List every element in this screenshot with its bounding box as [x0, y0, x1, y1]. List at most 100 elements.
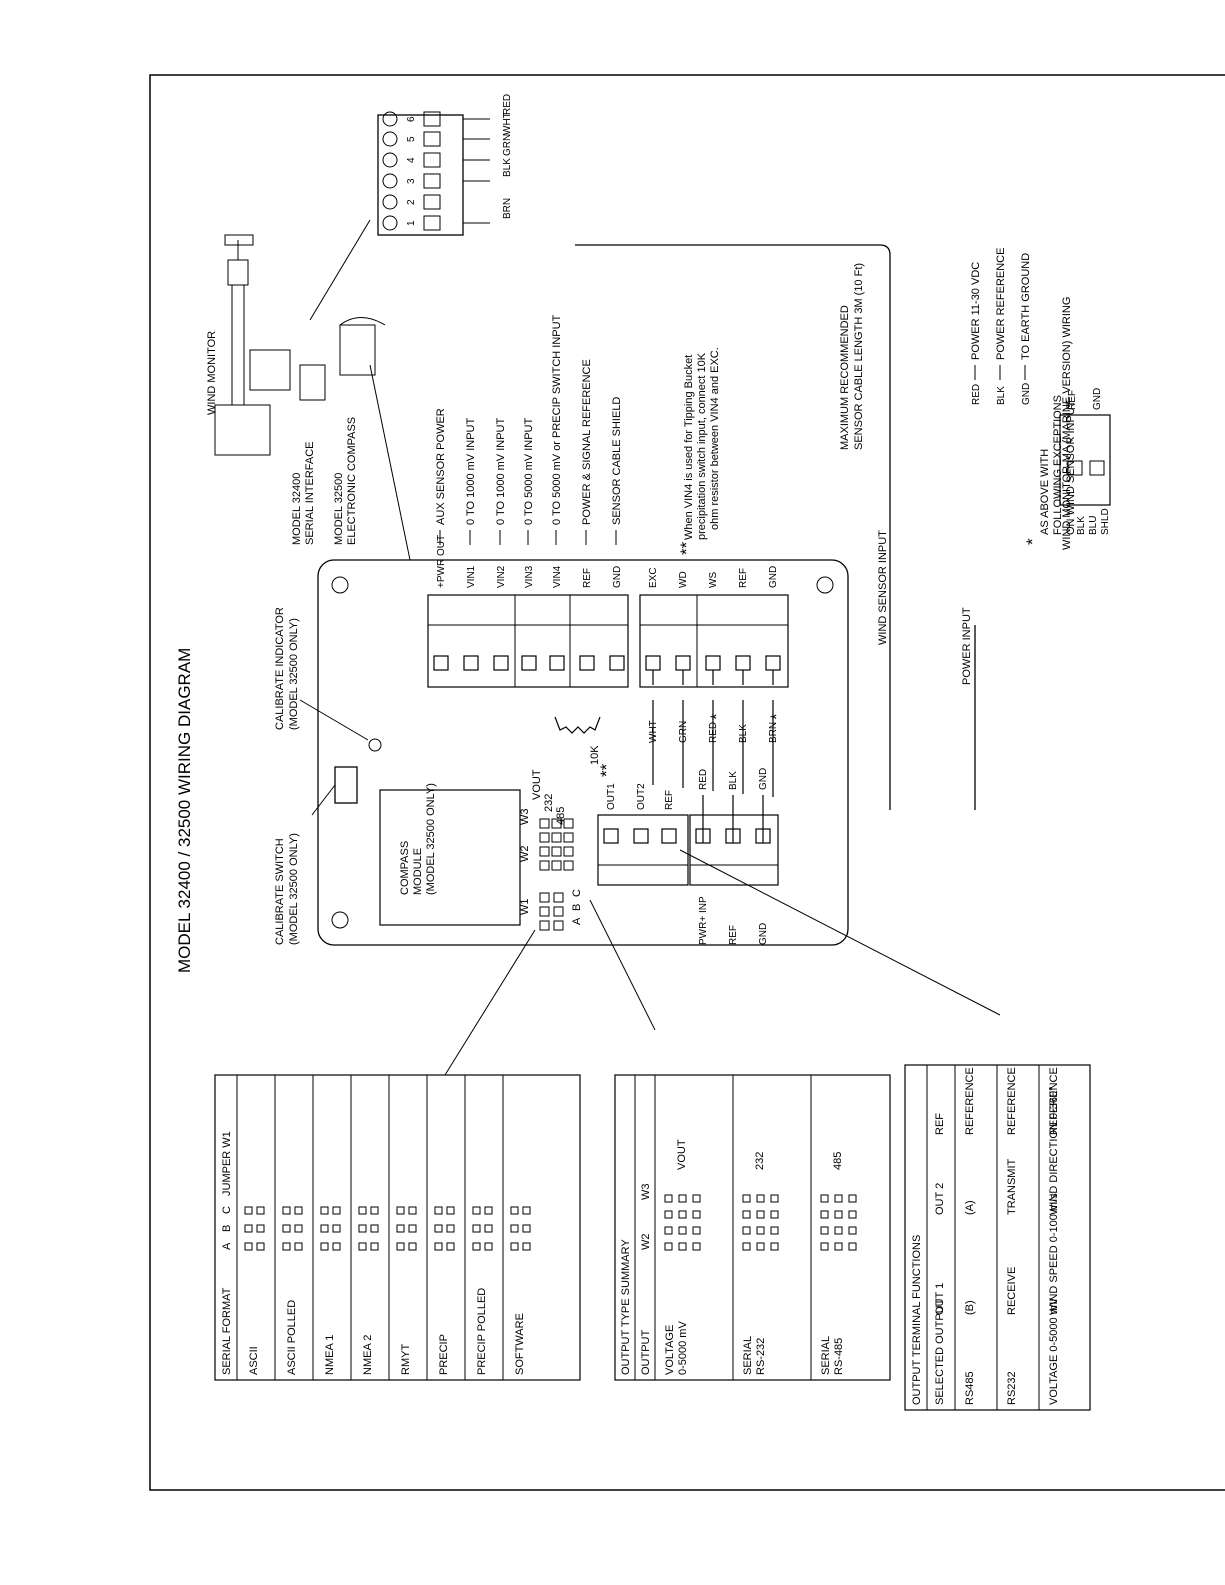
terminal-screw — [735, 655, 751, 671]
serial-format-row: NMEA 1 — [324, 1335, 336, 1375]
calibrate-switch[interactable] — [334, 766, 358, 804]
jumper-pin — [692, 1226, 701, 1235]
terminal-function-cell: WIND DIRECTION 0-360° — [1048, 1087, 1060, 1215]
marine-title: WIND MONITOR-MA (MARINE VERSION) WIRING — [1061, 297, 1073, 550]
serial-format-row: PRECIP POLLED — [476, 1288, 488, 1375]
wind-terminal-block — [639, 594, 789, 688]
output-type-row: SERIAL — [820, 1336, 832, 1375]
power-terminal-label: PWR+ INP — [698, 896, 709, 945]
jumper-pin — [484, 1224, 493, 1233]
jumper-w2-w3[interactable] — [539, 818, 574, 871]
sensor-terminal-label: +PWR OUT — [436, 535, 447, 588]
callout-text: CALIBRATE SWITCH — [274, 838, 286, 945]
jumper-pin — [539, 892, 550, 903]
sensor-description: 0 TO 1000 mV INPUT — [465, 418, 477, 525]
wind-monitor-illustration — [214, 234, 386, 456]
jumper-pin — [510, 1206, 519, 1215]
jumper-pin — [396, 1206, 405, 1215]
jumper-pin — [563, 860, 574, 871]
jumper-pin — [282, 1206, 291, 1215]
jumper-pin — [332, 1206, 341, 1215]
power-wire-label: GND — [758, 768, 769, 790]
jumper-485-label: 485 — [555, 807, 567, 825]
jumper-pin — [256, 1224, 265, 1233]
sensor-description: 0 TO 1000 mV INPUT — [495, 418, 507, 525]
mount-hole — [331, 911, 349, 929]
calibrate-indicator-callout: CALIBRATE INDICATOR (MODEL 32500 ONLY) — [274, 607, 300, 730]
terminal-function-cell: RS485 — [964, 1371, 976, 1405]
callout-text: (MODEL 32500 ONLY) — [288, 833, 300, 945]
terminal-block-body — [639, 594, 789, 688]
junction-number: 1 — [406, 220, 417, 226]
jumper-pin — [756, 1226, 765, 1235]
resistor-label: 10K — [589, 745, 601, 765]
jumper-pin — [539, 860, 550, 871]
table-header: B — [221, 1225, 233, 1232]
model-32400-label: SERIAL INTERFACE — [304, 441, 316, 545]
sensor-description: POWER & SIGNAL REFERENCE — [581, 359, 593, 525]
leader-line — [679, 849, 1001, 1016]
table-header: REF — [934, 1113, 946, 1135]
jumper-pin — [756, 1210, 765, 1219]
junction-screw — [382, 131, 398, 147]
junction-screw — [382, 111, 398, 127]
jumper-pin — [539, 832, 550, 843]
wind-wire-label: GRN — [678, 721, 689, 743]
terminal-function-cell: (B) — [964, 1300, 976, 1315]
jumper-pin — [282, 1242, 291, 1251]
terminal-function-cell: (A) — [964, 1200, 976, 1215]
jumper-pin — [834, 1226, 843, 1235]
junction-number: 6 — [406, 116, 417, 122]
junction-number: 2 — [406, 199, 417, 205]
jumper-pin — [294, 1206, 303, 1215]
jumper-w1[interactable] — [539, 892, 564, 931]
jumper-pin — [539, 818, 550, 829]
jumper-pin — [770, 1210, 779, 1219]
output-type-tag: 232 — [754, 1152, 766, 1170]
terminal-screw — [549, 655, 565, 671]
jumper-pin — [551, 818, 562, 829]
compass-module-label: MODULE — [412, 848, 424, 895]
compass-module-label: COMPASS — [399, 841, 411, 895]
callout-text: CALIBRATE INDICATOR — [274, 607, 286, 730]
output-terminal-label: REF — [664, 790, 675, 810]
wire-star: * — [707, 713, 726, 720]
terminal-screw — [579, 655, 595, 671]
jumper-pin — [678, 1210, 687, 1219]
jumper-pin — [742, 1242, 751, 1251]
marine-terminal — [1067, 460, 1083, 476]
jumper-pin — [446, 1224, 455, 1233]
jumper-pin — [553, 920, 564, 931]
jumper-pin — [742, 1210, 751, 1219]
jumper-pin — [358, 1206, 367, 1215]
jumper-pin — [256, 1206, 265, 1215]
jumper-pin — [358, 1224, 367, 1233]
terminal-function-cell: WIND SPEED 0-100 m/s — [1048, 1193, 1060, 1315]
model-32500-label: MODEL 32500 — [333, 473, 345, 545]
junction-screw — [382, 215, 398, 231]
junction-number: 3 — [406, 178, 417, 184]
terminal-screw — [633, 828, 649, 844]
terminal-screw — [661, 828, 677, 844]
table-header: OUT 1 — [934, 1283, 946, 1315]
jumper-pin — [282, 1224, 291, 1233]
jumper-pin — [320, 1206, 329, 1215]
max-cable-note: MAXIMUM RECOMMENDED — [839, 305, 851, 450]
output-type-tag: VOUT — [676, 1139, 688, 1170]
junction-terminal — [423, 152, 441, 168]
diagram-title: MODEL 32400 / 32500 WIRING DIAGRAM — [175, 648, 194, 973]
output-type-row: 0-5000 mV — [677, 1321, 689, 1375]
jumper-pin — [370, 1224, 379, 1233]
jumper-pin — [692, 1242, 701, 1251]
jumper-pin — [446, 1242, 455, 1251]
power-fn-wire-label: BLK — [996, 386, 1007, 405]
tipping-note: When VIN4 is used for Tipping Bucket — [683, 355, 695, 540]
serial-format-row: ASCII — [248, 1346, 260, 1375]
table-header: OUT 2 — [934, 1183, 946, 1215]
wind-terminal-label: WS — [708, 572, 719, 588]
table-title: OUTPUT TERMINAL FUNCTIONS — [911, 1235, 923, 1405]
